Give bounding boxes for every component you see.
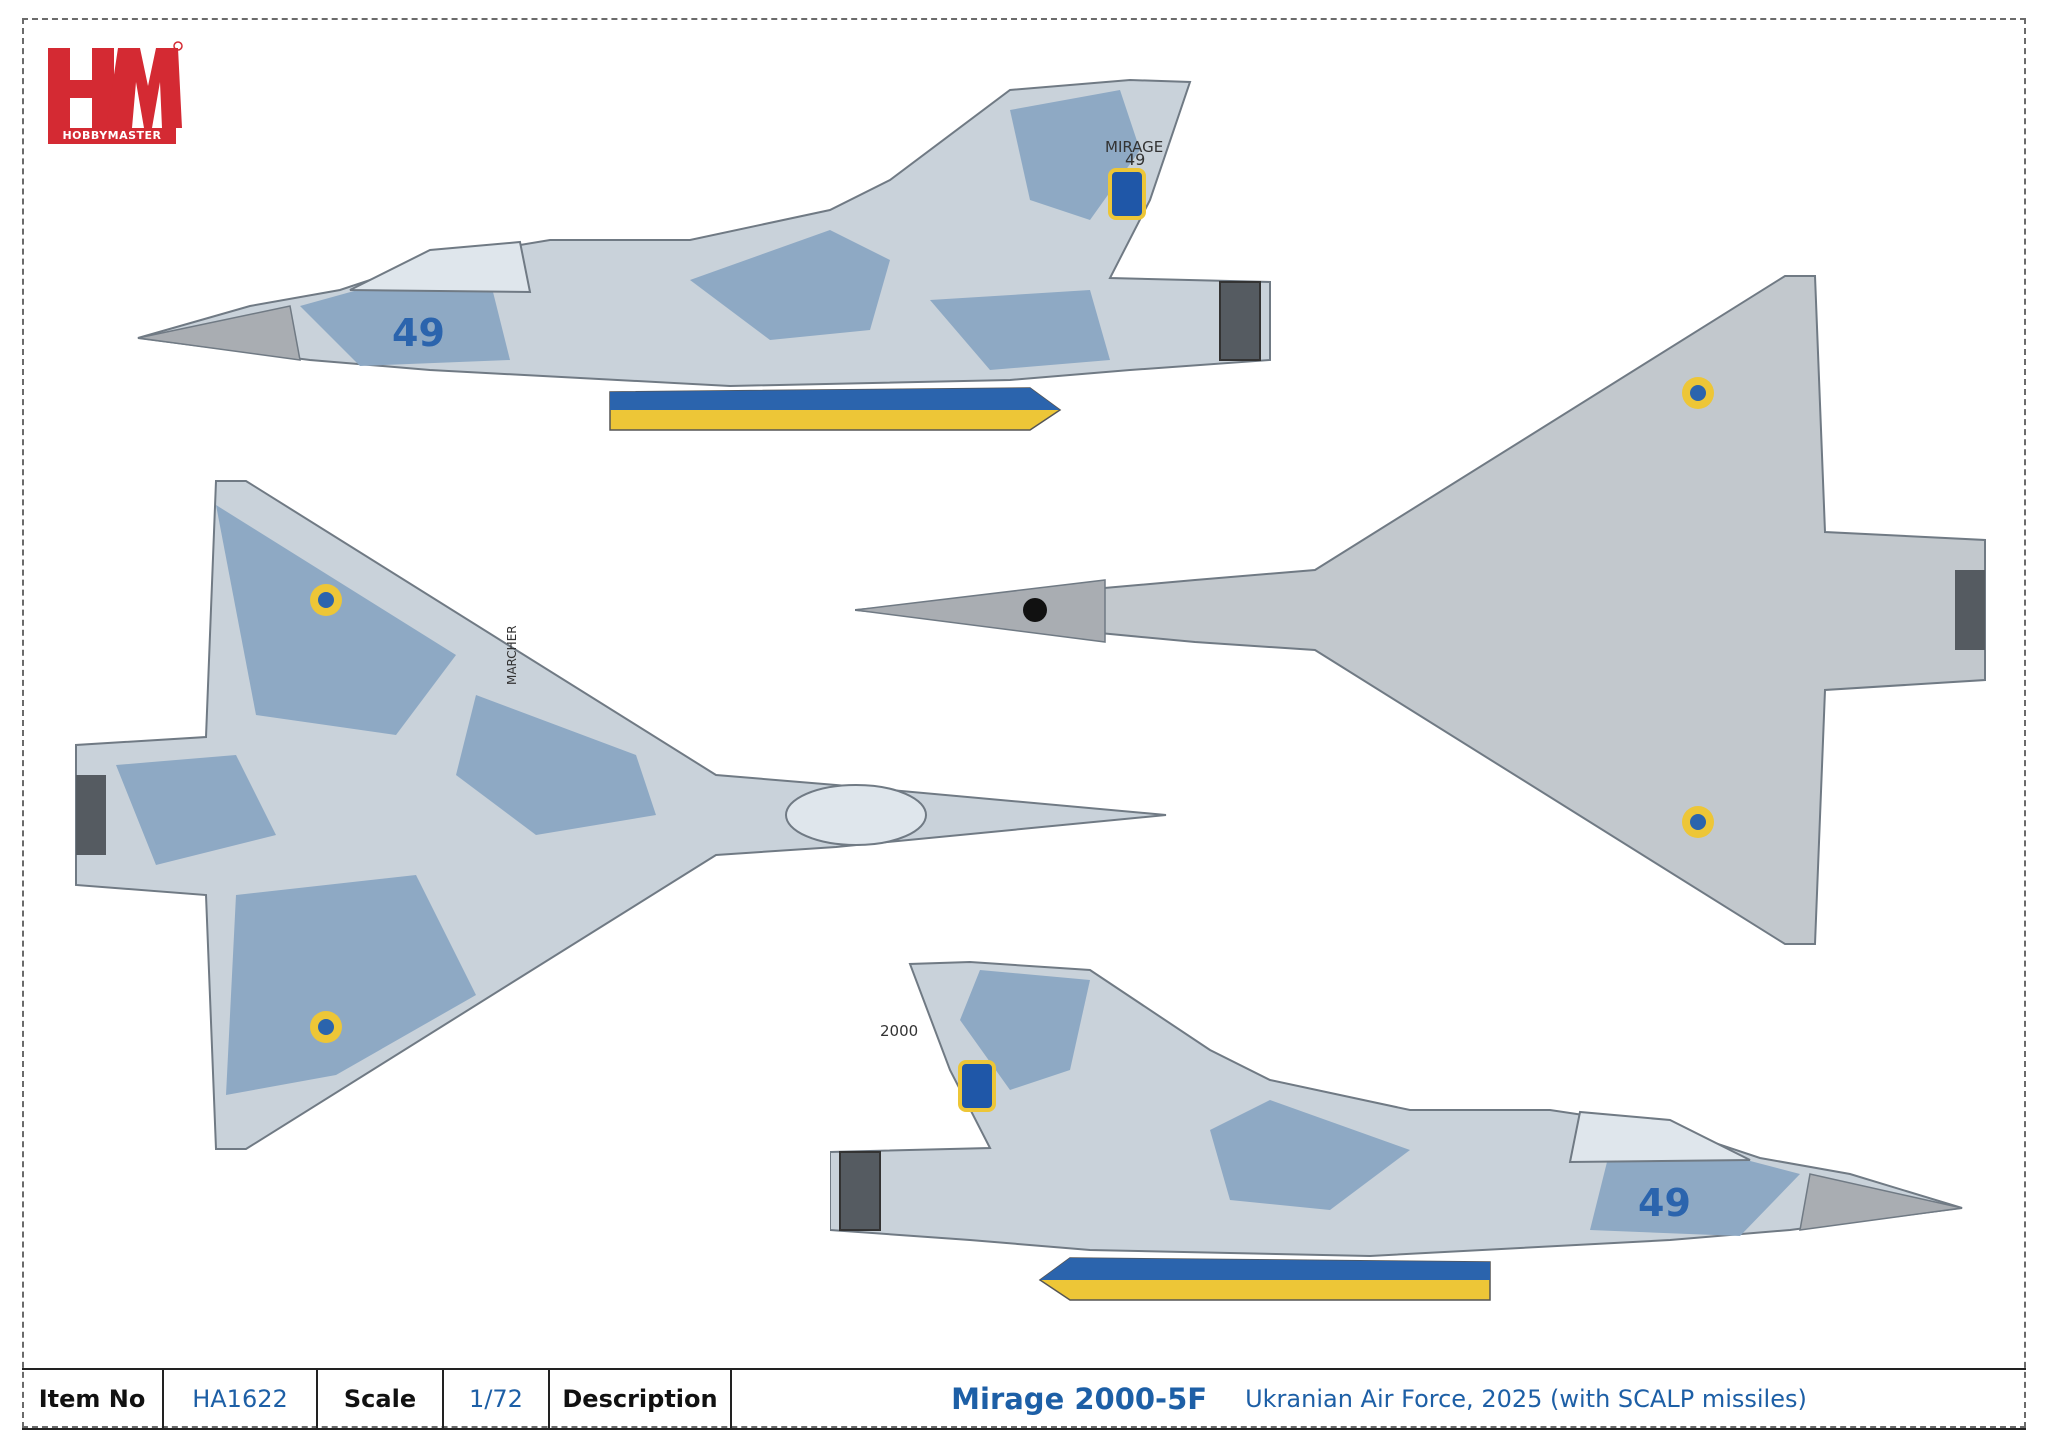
nose-serial: 49 [392, 311, 445, 355]
svg-text:MIRAGE: MIRAGE [1105, 138, 1163, 156]
fin-serial: 49 [1125, 150, 1145, 169]
svg-text:2000: 2000 [880, 1022, 918, 1040]
top-view-planform: MARCHER [75, 480, 1167, 1150]
dashed-page-border [22, 18, 2026, 1428]
model-name: Mirage 2000-5F [951, 1382, 1208, 1416]
scale-value: 1/72 [444, 1370, 550, 1428]
model-subtitle: Ukranian Air Force, 2025 (with SCALP mis… [1245, 1385, 1807, 1413]
logo-brand-text: HOBBYMASTER [48, 128, 176, 144]
svg-text:MARCHER: MARCHER [505, 625, 519, 685]
side-view-right-facing: 2000 49 [830, 960, 1963, 1301]
hobbymaster-logo [48, 41, 183, 128]
nose-serial-right: 49 [1638, 1181, 1691, 1225]
description-label: Description [550, 1370, 732, 1428]
bottom-view-underside [855, 275, 1986, 945]
info-bar: Item No HA1622 Scale 1/72 Description Mi… [22, 1368, 2026, 1430]
item-no-label: Item No [22, 1370, 164, 1428]
scale-label: Scale [318, 1370, 444, 1428]
side-view-left-facing: MIRAGE 49 49 [137, 78, 1271, 431]
description-value: Mirage 2000-5F Ukranian Air Force, 2025 … [732, 1370, 2026, 1428]
item-no-value: HA1622 [164, 1370, 318, 1428]
